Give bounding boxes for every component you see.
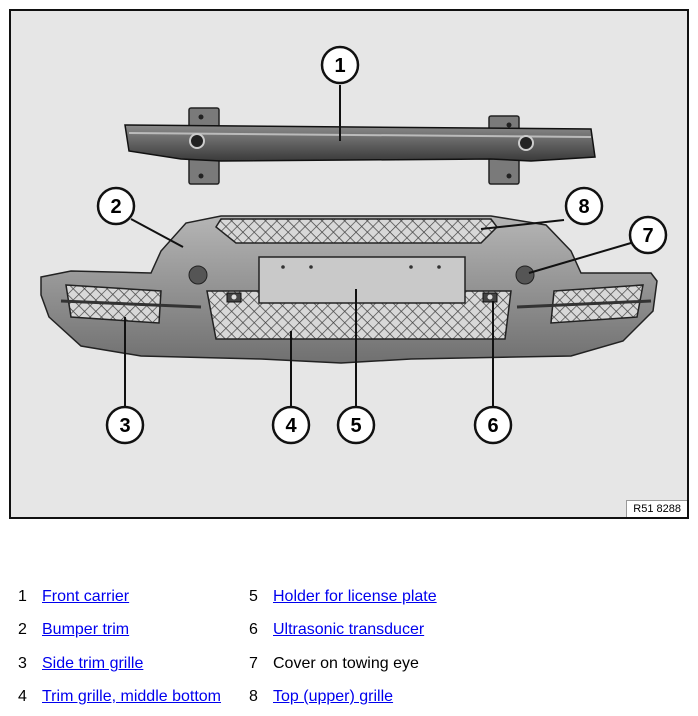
legend-number: 2 [18, 621, 27, 638]
svg-text:7: 7 [642, 225, 653, 247]
legend-label: Cover on towing eye [273, 655, 419, 672]
legend-link[interactable]: Holder for license plate [273, 588, 437, 605]
callout-3: 3 [105, 405, 145, 445]
legend-number: 3 [18, 655, 27, 672]
svg-text:8: 8 [578, 196, 589, 218]
callout-7: 7 [628, 215, 668, 255]
svg-text:2: 2 [110, 196, 121, 218]
callout-6: 6 [473, 405, 513, 445]
callout-8: 8 [564, 186, 604, 226]
svg-text:6: 6 [487, 415, 498, 437]
legend-link[interactable]: Top (upper) grille [273, 688, 394, 705]
parts-diagram: 1 2 3 4 5 6 7 8 R51 8288 [9, 9, 689, 519]
callout-1: 1 [320, 45, 360, 85]
legend-number: 4 [18, 688, 27, 705]
callout-5: 5 [336, 405, 376, 445]
legend-number: 5 [249, 588, 258, 605]
callout-2: 2 [96, 186, 136, 226]
legend-link[interactable]: Front carrier [42, 588, 130, 605]
svg-text:5: 5 [350, 415, 361, 437]
legend-number: 6 [249, 621, 258, 638]
legend-link[interactable]: Side trim grille [42, 655, 144, 672]
bumper-trim [40, 215, 658, 364]
figure-id-label: R51 8288 [626, 500, 687, 517]
callout-4: 4 [271, 405, 311, 445]
legend-link[interactable]: Ultrasonic transducer [273, 621, 425, 638]
front-carrier [124, 107, 596, 185]
bumper-illustration: 1 2 3 4 5 6 7 8 [40, 45, 668, 445]
legend-number: 7 [249, 655, 258, 672]
legend-number: 8 [249, 688, 258, 705]
parts-legend: 1 Front carrier 2 Bumper trim 3 Side trim gri… [0, 586, 698, 716]
legend-link[interactable]: Bumper trim [42, 621, 130, 638]
callout-leaders [124, 85, 632, 407]
svg-text:3: 3 [119, 415, 130, 437]
svg-text:1: 1 [334, 55, 345, 77]
svg-text:4: 4 [285, 415, 297, 437]
legend-link[interactable]: Trim grille, middle bottom [42, 688, 222, 705]
legend-number: 1 [18, 588, 27, 605]
